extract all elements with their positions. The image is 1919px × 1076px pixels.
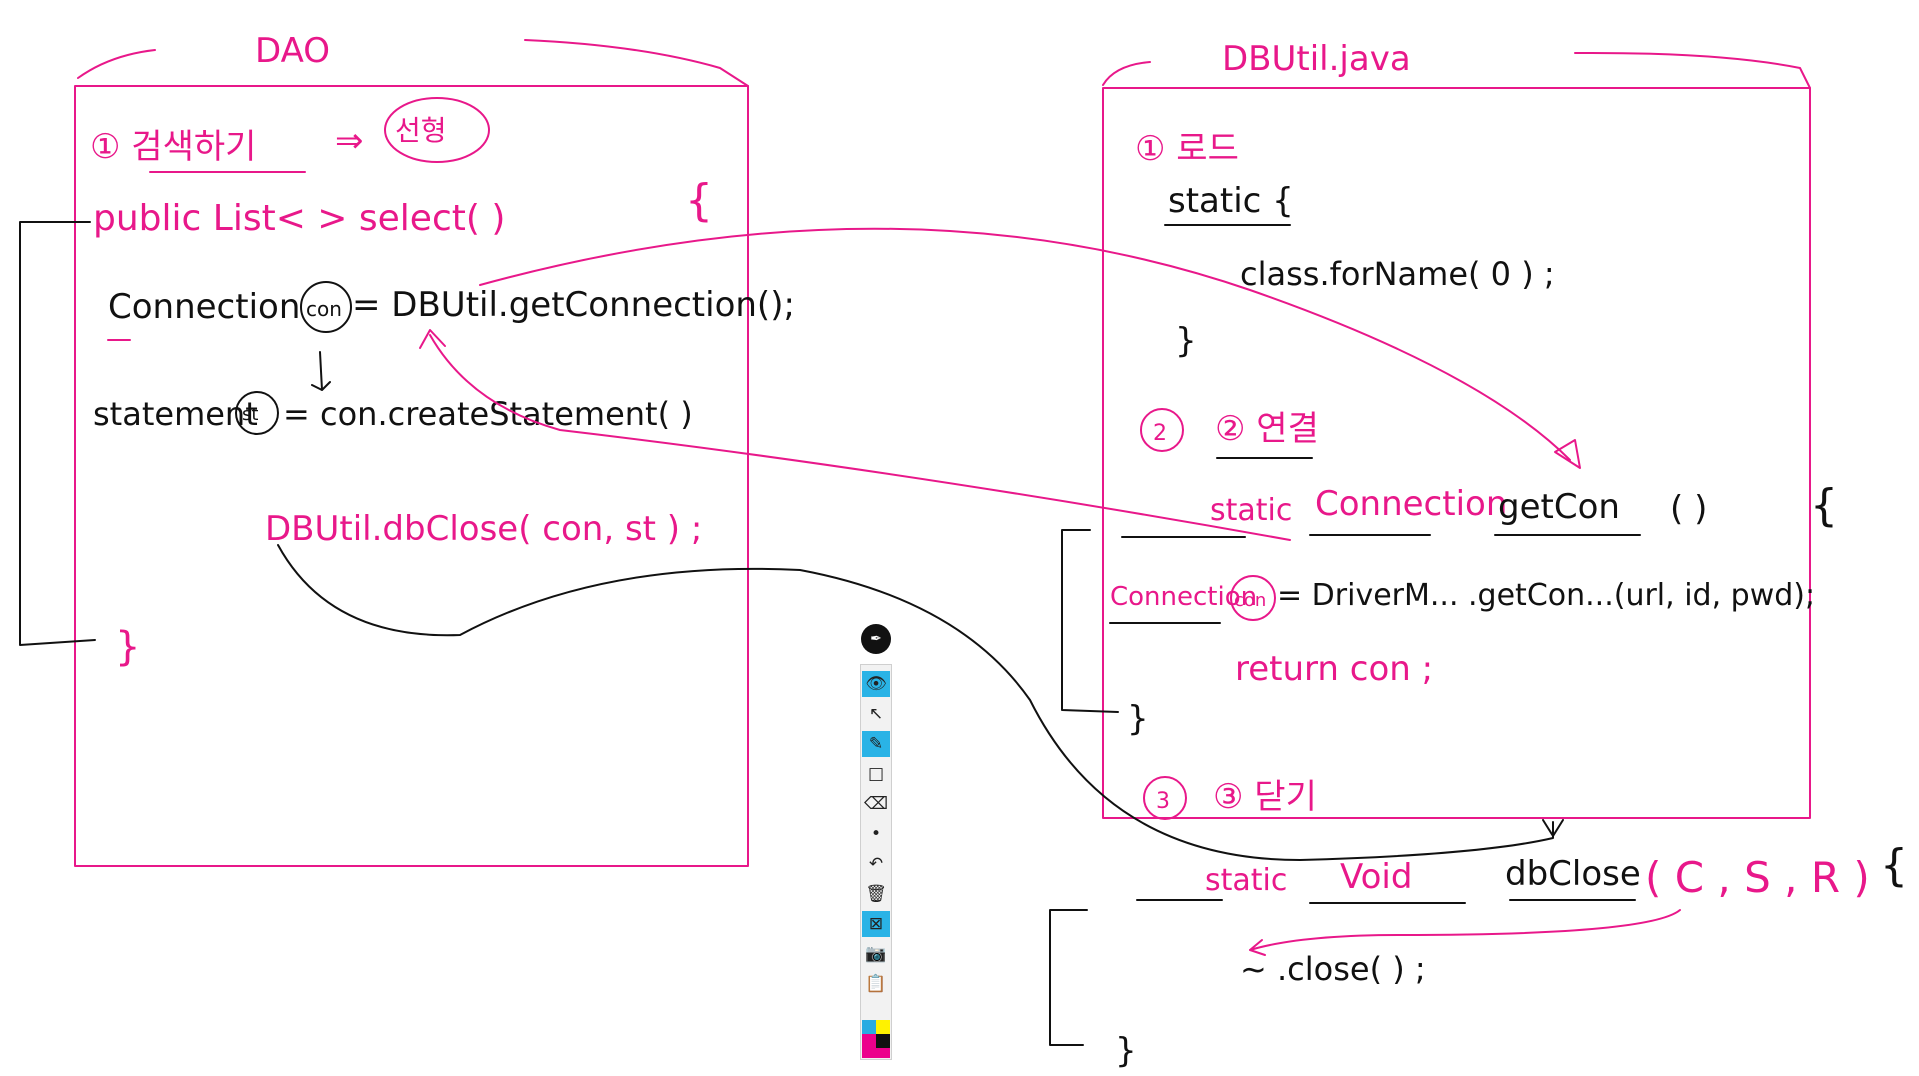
- dbutil-getcon-name: getCon: [1498, 487, 1620, 527]
- color-magenta-2[interactable]: [876, 1048, 890, 1058]
- dao-conn-down-arrow: [311, 351, 331, 391]
- dbutil-getcon-brace: {: [1810, 480, 1838, 531]
- color-yellow[interactable]: [876, 1020, 890, 1034]
- dao-stmt-var: st: [242, 404, 258, 425]
- dbutil-title: DBUtil.java: [1222, 39, 1411, 79]
- connector-dbclose-call-to-definition: [277, 544, 1554, 861]
- drawing-toolbar: ✒ 👁 ↖ ✎ □ ⌫ • ↶ 🗑 ⊠ 📷 📋: [858, 624, 894, 1061]
- dbutil-getcon-bracket: [1061, 529, 1119, 713]
- rectangle-icon[interactable]: □: [867, 764, 885, 784]
- connector-getconnection-to-getcon: [479, 227, 1571, 461]
- dbutil-return-line: return con ;: [1235, 649, 1433, 689]
- dbutil-conn-var-circle: [1230, 575, 1276, 621]
- dbutil-getcon-parens: ( ): [1670, 489, 1707, 529]
- dbutil-box-border: [1102, 87, 1811, 819]
- dbutil-brace-close-2: }: [1127, 699, 1149, 739]
- dao-box-border: [74, 85, 749, 867]
- dbutil-title-line-left: [1102, 61, 1151, 86]
- dbutil-getcon-type: Connection: [1315, 484, 1507, 524]
- dbutil-step3-label: ③ 닫기: [1213, 777, 1317, 817]
- dbutil-getcon-static: static: [1210, 493, 1292, 528]
- connector-return-to-caller: [429, 334, 1291, 541]
- connector-getcon-arrowhead: [1554, 439, 1581, 469]
- dao-title-line-left: [77, 49, 156, 79]
- dbutil-close-brace-end: }: [1115, 1031, 1137, 1071]
- dbutil-step2-circle: [1140, 408, 1184, 452]
- dao-step1-result-circle: [384, 97, 490, 163]
- dbutil-conn-var: con: [1234, 590, 1266, 611]
- dot-icon[interactable]: •: [870, 824, 882, 844]
- dao-conn-var: con: [306, 297, 342, 321]
- dbutil-close-void: Void: [1340, 857, 1412, 897]
- color-swatches: [862, 1020, 890, 1058]
- dbutil-step2-label: ② 연결: [1215, 409, 1319, 449]
- connector-params-to-close: [1249, 909, 1681, 951]
- connector-dbclose-arrowhead: [1542, 819, 1564, 837]
- dbutil-static-block: static {: [1168, 181, 1294, 221]
- dao-stmt-var-circle: [235, 391, 279, 435]
- dao-scope-bracket: [19, 221, 96, 646]
- undo-icon[interactable]: ↶: [868, 854, 884, 874]
- toolbar-panel: 👁 ↖ ✎ □ ⌫ • ↶ 🗑 ⊠ 📷 📋: [860, 664, 892, 1060]
- dao-stmt-type: statement: [93, 395, 258, 433]
- dbutil-conn-line-rest: = DriverM... .getCon...(url, id, pwd);: [1277, 578, 1815, 613]
- dbutil-close-body: ~ .close( ) ;: [1240, 950, 1426, 988]
- dao-conn-var-circle: [300, 281, 352, 333]
- dbutil-step2-num: 2: [1153, 421, 1167, 446]
- eraser-icon[interactable]: ⌫: [863, 794, 889, 814]
- dao-method-signature: public List< > select( ): [93, 198, 505, 239]
- dao-title: DAO: [255, 31, 330, 71]
- dbutil-brace-close-1: }: [1175, 321, 1197, 361]
- color-black[interactable]: [876, 1034, 890, 1048]
- dbutil-step3-circle: [1143, 776, 1187, 820]
- trash-icon[interactable]: 🗑: [865, 884, 887, 904]
- dao-stmt-assign: = con.createStatement( ): [283, 395, 693, 433]
- dbutil-step3-num: 3: [1156, 789, 1170, 814]
- dbutil-close-bracket: [1049, 909, 1088, 1046]
- dao-conn-assign: = DBUtil.getConnection();: [352, 285, 795, 325]
- dbutil-close-params: ( C , S , R ): [1645, 853, 1870, 902]
- pen-icon[interactable]: ✎: [862, 731, 890, 757]
- dao-step1-result: 선형: [395, 114, 447, 147]
- dbutil-close-name: dbClose: [1505, 854, 1641, 894]
- dao-brace-open: {: [685, 175, 713, 226]
- color-magenta[interactable]: [862, 1034, 876, 1058]
- connector-params-arrowhead: [1249, 939, 1266, 956]
- dao-step1-label: ① 검색하기: [90, 127, 256, 167]
- dbutil-title-line-right: [1574, 51, 1811, 89]
- dao-conn-type: Connection: [108, 287, 300, 327]
- dao-box: DAO ① 검색하기 ⇒ 선형 public List< > select( )…: [19, 31, 795, 867]
- dao-close-call: DBUtil.dbClose( con, st ) ;: [265, 509, 702, 549]
- dbutil-step1-label: ① 로드: [1135, 129, 1239, 169]
- color-cyan[interactable]: [862, 1020, 876, 1034]
- camera-icon[interactable]: 📷: [865, 944, 887, 964]
- dao-title-line-right: [524, 39, 749, 87]
- dbutil-close-static: static: [1205, 863, 1287, 898]
- dbutil-close-brace: {: [1880, 840, 1908, 891]
- dao-step1-arrow: ⇒: [335, 121, 364, 161]
- connector-return-arrowhead: [419, 329, 446, 349]
- app-logo-icon[interactable]: ✒: [861, 624, 891, 654]
- pointer-icon[interactable]: ↖: [868, 704, 884, 724]
- eye-icon[interactable]: 👁: [862, 671, 890, 697]
- dbutil-class-forname: class.forName( 0 ) ;: [1240, 255, 1555, 293]
- dbutil-box: DBUtil.java ① 로드 static { class.forName(…: [1049, 39, 1908, 1071]
- clipboard-icon[interactable]: 📋: [865, 974, 887, 994]
- clear-icon[interactable]: ⊠: [862, 911, 890, 937]
- dao-brace-close: }: [115, 624, 140, 670]
